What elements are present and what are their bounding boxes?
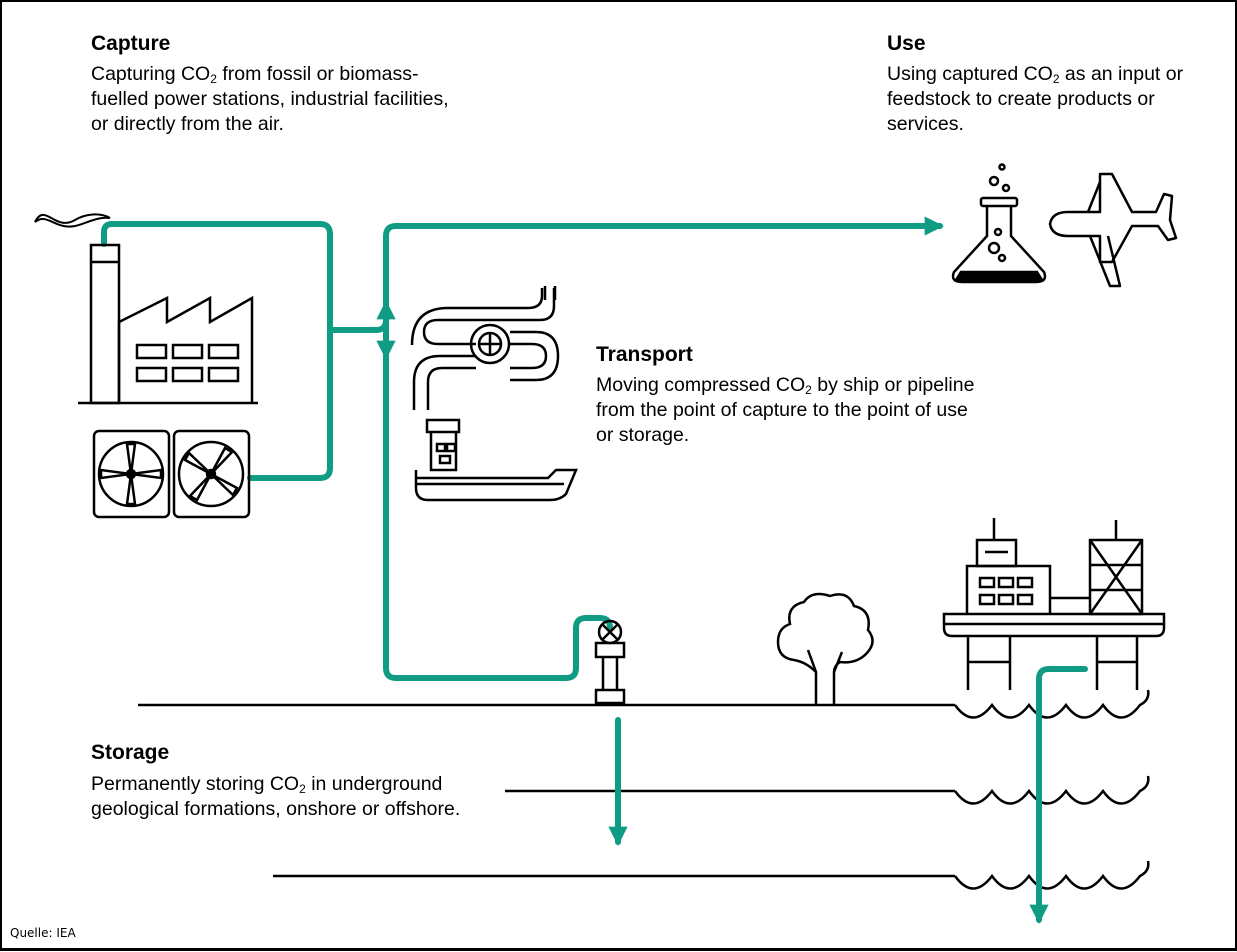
tree-icon <box>776 592 874 704</box>
flow-junction <box>327 317 389 333</box>
use-title: Use <box>887 32 926 55</box>
offshore-platform-icon <box>942 518 1166 690</box>
storage-title: Storage <box>91 741 170 764</box>
flow-offshore-injection <box>1029 666 1088 924</box>
storage-description: Permanently storing CO2 in underground g… <box>91 773 461 820</box>
capture-description: Capturing CO2 from fossil or biomass-fue… <box>91 63 449 135</box>
flow-to-storage-pipe <box>383 353 613 681</box>
ship-icon <box>414 418 578 502</box>
source-credit: Quelle: IEA <box>10 926 76 940</box>
factory-icon <box>34 213 258 405</box>
transport-title: Transport <box>596 343 693 366</box>
airplane-icon <box>1048 172 1178 288</box>
pipeline-icon <box>410 286 560 410</box>
direct-air-capture-fans-icon <box>92 429 251 519</box>
flask-icon <box>951 163 1047 284</box>
flow-lines <box>101 216 1088 924</box>
ground-lines <box>138 703 955 878</box>
use-description: Using captured CO2 as an input or feedst… <box>887 63 1184 135</box>
capture-title: Capture <box>91 32 171 55</box>
flow-from-factory <box>101 221 333 333</box>
transport-description: Moving compressed CO2 by ship or pipelin… <box>596 374 975 446</box>
water-waves-icon <box>953 689 1150 890</box>
wellhead-icon <box>594 619 626 705</box>
flow-from-fans <box>247 327 333 481</box>
flow-to-use <box>383 216 944 325</box>
